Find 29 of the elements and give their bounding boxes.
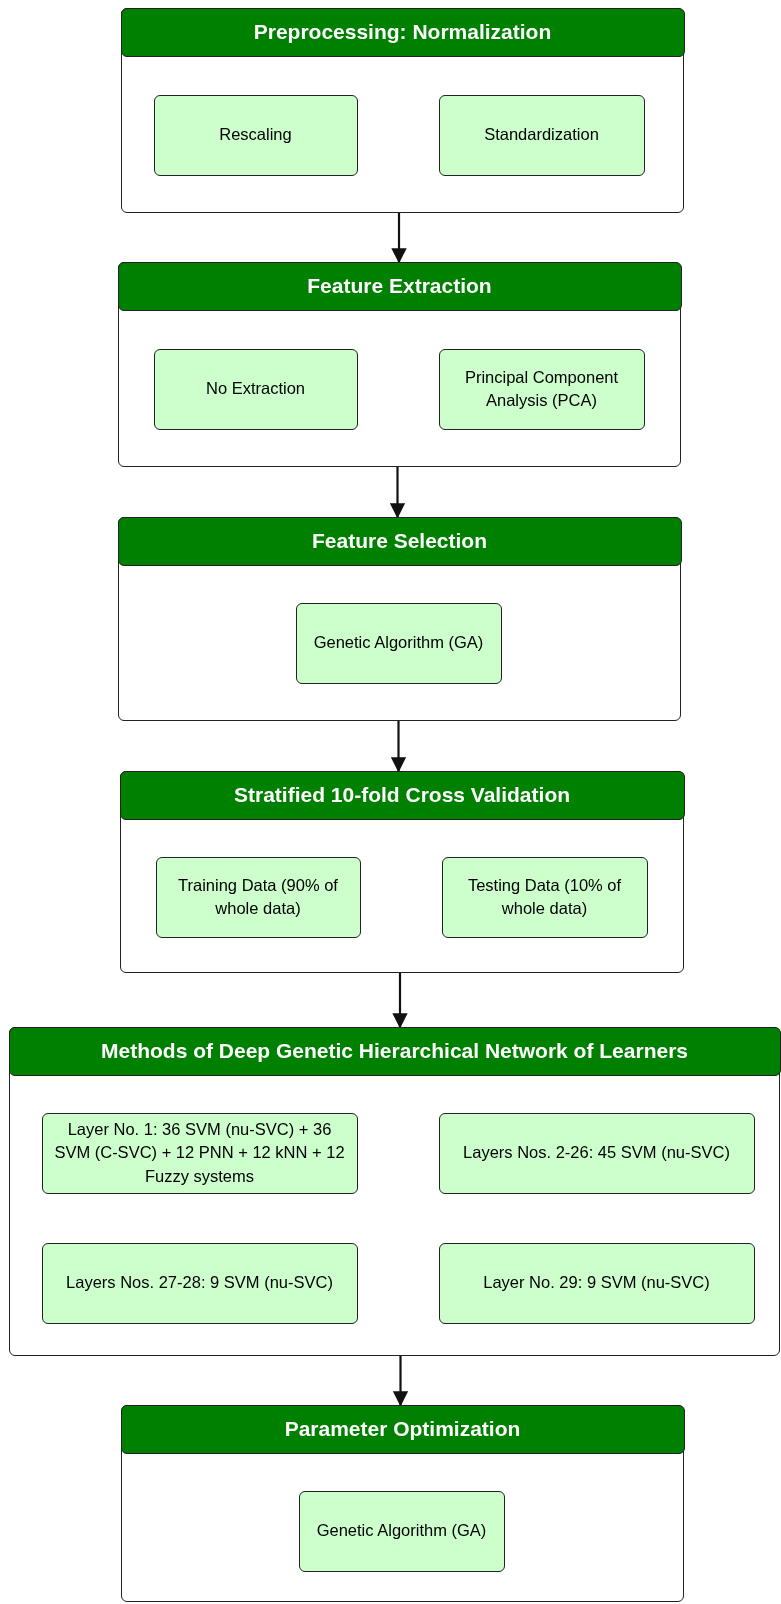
stage-header: Feature Extraction [117,261,682,311]
process-box: No Extraction [153,348,358,430]
arrow [392,1356,409,1407]
process-box: Layer No. 1: 36 SVM (nu-SVC) + 36 SVM (C-SVC) + 12 PNN + 12 kNN + 12 Fuzzy systems [41,1112,358,1194]
process-box: Testing Data (10% of whole data) [441,856,648,938]
arrow [390,721,407,773]
process-box: Rescaling [153,94,358,176]
stage-panel [118,517,681,721]
stage-header: Preprocessing: Normalization [120,7,685,57]
stage-panel [118,262,681,467]
arrow [392,973,408,1029]
stage-panel [9,1027,780,1356]
process-box: Layers Nos. 2-26: 45 SVM (nu-SVC) [438,1112,755,1194]
stage-header: Methods of Deep Genetic Hierarchical Network of Learners [8,1026,781,1076]
arrow [389,467,406,519]
stage-header: Feature Selection [117,516,682,566]
process-box: Training Data (90% of whole data) [155,856,361,938]
stage-panel [121,8,684,213]
process-box: Genetic Algorithm (GA) [298,1490,505,1572]
stage-panel [121,1405,684,1602]
process-box: Standardization [438,94,645,176]
process-box: Genetic Algorithm (GA) [295,602,502,684]
stage-header: Parameter Optimization [120,1404,685,1454]
stage-header: Stratified 10-fold Cross Validation [119,770,685,820]
process-box: Principal Component Analysis (PCA) [438,348,645,430]
process-box: Layers Nos. 27-28: 9 SVM (nu-SVC) [41,1242,358,1324]
stage-panel [120,771,684,973]
process-box: Layer No. 29: 9 SVM (nu-SVC) [438,1242,755,1324]
arrow [391,213,407,264]
